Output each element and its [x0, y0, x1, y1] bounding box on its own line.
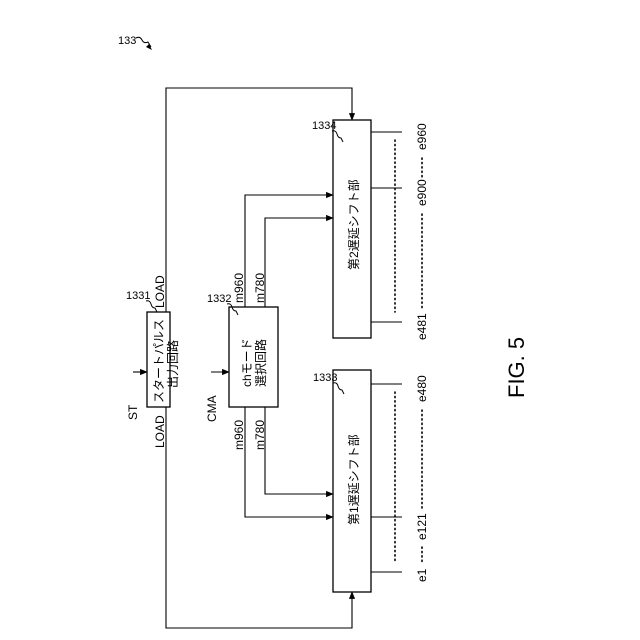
m780-wire-to-second-shift: [265, 218, 333, 307]
m960-bottom-label: m960: [232, 420, 246, 450]
cma-signal-label: CMA: [205, 395, 219, 422]
figure-label: FIG. 5: [504, 337, 529, 398]
m960-top-label: m960: [232, 273, 246, 303]
ref-1332-label: 1332: [207, 293, 231, 305]
ref-1333-label: 1333: [313, 372, 337, 384]
ref-1334-label: 1334: [312, 120, 336, 132]
output-e481-label: e481: [415, 313, 429, 340]
load-top-label: LOAD: [153, 275, 167, 308]
output-e121-label: e121: [415, 513, 429, 540]
ref-1331-label: 1331: [126, 290, 150, 302]
output-e900-label: e900: [415, 179, 429, 206]
output-e960-label: e960: [415, 123, 429, 150]
ref-133-arrowhead: [146, 44, 152, 50]
start-pulse-block-line1: スタートパルス: [152, 319, 166, 403]
m780-wire-to-first-shift: [265, 407, 333, 494]
ch-mode-block-line2: 選択回路: [253, 339, 268, 387]
start-pulse-block-line2: 出力回路: [165, 340, 180, 388]
ref-133-label: 133: [118, 35, 136, 47]
second-delay-shift-label: 第2遅延シフト部: [346, 179, 361, 270]
first-delay-shift-label: 第1遅延シフト部: [346, 434, 361, 525]
ch-mode-block-line1: chモード: [240, 338, 254, 387]
load-bottom-label: LOAD: [153, 415, 167, 448]
output-e480-label: e480: [415, 375, 429, 402]
output-e1-label: e1: [415, 568, 429, 582]
st-signal-label: ST: [126, 404, 140, 420]
